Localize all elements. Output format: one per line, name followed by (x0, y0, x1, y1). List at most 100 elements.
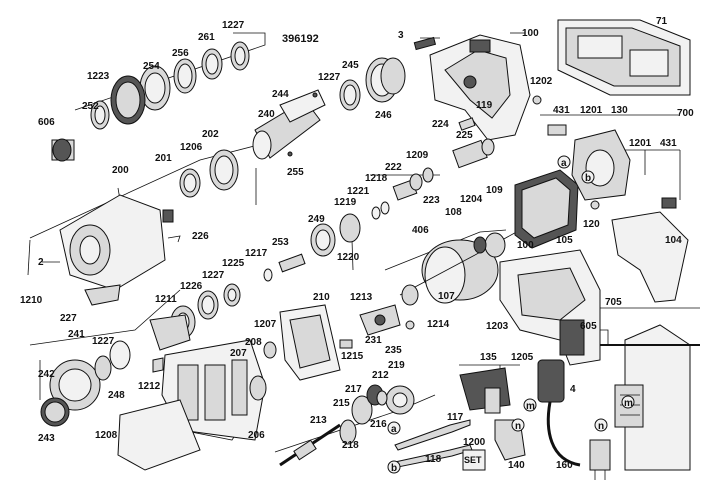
chuck-parts (51, 41, 250, 162)
callout: 1209 (406, 150, 429, 161)
callout: 210 (313, 292, 330, 303)
callout: 231 (365, 335, 382, 346)
callout: 1227 (222, 20, 245, 31)
callout: 244 (272, 89, 289, 100)
callout: 1227 (92, 336, 115, 347)
callout: 1204 (460, 194, 483, 205)
callout: 243 (38, 433, 55, 444)
callout: 252 (82, 101, 99, 112)
ref-letter: m (624, 398, 633, 409)
callout: 140 (508, 460, 525, 471)
callout: 108 (445, 207, 462, 218)
callout: 240 (258, 109, 275, 120)
callouts: 396192 1227 261 256 254 1223 252 606 3 1… (20, 16, 694, 471)
callout: 1214 (427, 319, 450, 330)
callout: 105 (556, 235, 573, 246)
callout: 1218 (365, 173, 388, 184)
callout: 1208 (95, 430, 118, 441)
callout: 1227 (318, 72, 341, 83)
callout: 119 (476, 100, 493, 111)
callout: 1201 (629, 138, 652, 149)
ref-letter: a (391, 424, 397, 435)
callout: 206 (248, 430, 265, 441)
gear-assembly (162, 149, 239, 223)
power-cable (537, 359, 611, 480)
callout: 256 (172, 48, 189, 59)
front-housing (42, 194, 181, 306)
ref-letter: n (598, 421, 604, 432)
stator (514, 169, 579, 249)
callout: 216 (370, 419, 387, 430)
callout: 223 (423, 195, 440, 206)
callout: 4 (570, 384, 576, 395)
callout: 1200 (463, 437, 486, 448)
callout: 213 (310, 415, 327, 426)
callout: 254 (143, 61, 160, 72)
shaft-parts (149, 117, 495, 351)
spindle-tube (252, 89, 326, 160)
callout: 1201 (580, 105, 603, 116)
lower-left-gears (40, 340, 164, 427)
callout: 202 (202, 129, 219, 140)
callout: 406 (412, 225, 429, 236)
motor-housing (499, 249, 601, 366)
callout: 160 (556, 460, 573, 471)
ref-letter: m (526, 401, 535, 412)
ref-letter: b (391, 463, 397, 474)
side-handle (600, 324, 700, 471)
callout: 2 (38, 257, 44, 268)
callout: 227 (60, 313, 77, 324)
callout: 201 (155, 153, 172, 164)
document-number: 396192 (282, 33, 319, 45)
callout: 1210 (20, 295, 43, 306)
callout: 241 (68, 329, 85, 340)
callout: 242 (38, 369, 55, 380)
callout: 249 (308, 214, 325, 225)
callout: 117 (447, 412, 464, 423)
callout: 208 (245, 337, 262, 348)
callout: 255 (287, 167, 304, 178)
callout: 135 (480, 352, 497, 363)
callout: 104 (665, 235, 682, 246)
callout: 222 (385, 162, 402, 173)
callout: 248 (108, 390, 125, 401)
callout: 107 (438, 291, 455, 302)
callout: 245 (342, 60, 359, 71)
ref-letter: a (561, 158, 567, 169)
reference-letters: a b m n a b m n (387, 155, 635, 474)
callout: 225 (456, 130, 473, 141)
callout: 212 (372, 370, 389, 381)
callout: 1213 (350, 292, 373, 303)
callout: 431 (553, 105, 570, 116)
callout: 1223 (87, 71, 110, 82)
gear-plate (359, 304, 415, 336)
callout: 1212 (138, 381, 161, 392)
callout: 217 (345, 384, 362, 395)
callout: 215 (333, 398, 350, 409)
rating-label-plate (413, 36, 437, 51)
carrying-case (557, 19, 691, 96)
callout: 219 (388, 360, 405, 371)
ref-letter: n (515, 421, 521, 432)
switch-parts (459, 367, 526, 471)
callout: 1226 (180, 281, 203, 292)
callout: 100 (522, 28, 539, 39)
callout: 705 (605, 297, 622, 308)
callout: 118 (425, 454, 442, 465)
callout: 100 (517, 240, 534, 251)
lower-spindle (279, 384, 415, 467)
armature (399, 229, 521, 306)
callout: 235 (385, 345, 402, 356)
callout: 1202 (530, 76, 553, 87)
callout: 71 (656, 16, 668, 27)
callout: 1205 (511, 352, 534, 363)
callout: 1225 (222, 258, 245, 269)
callout: 224 (432, 119, 449, 130)
callout: 261 (198, 32, 215, 43)
mid-gears (249, 339, 353, 401)
callout: 1220 (337, 252, 360, 263)
set-label: SET (464, 455, 482, 465)
callout: 1206 (180, 142, 203, 153)
callout: 218 (342, 440, 359, 451)
callout: 1221 (347, 186, 370, 197)
